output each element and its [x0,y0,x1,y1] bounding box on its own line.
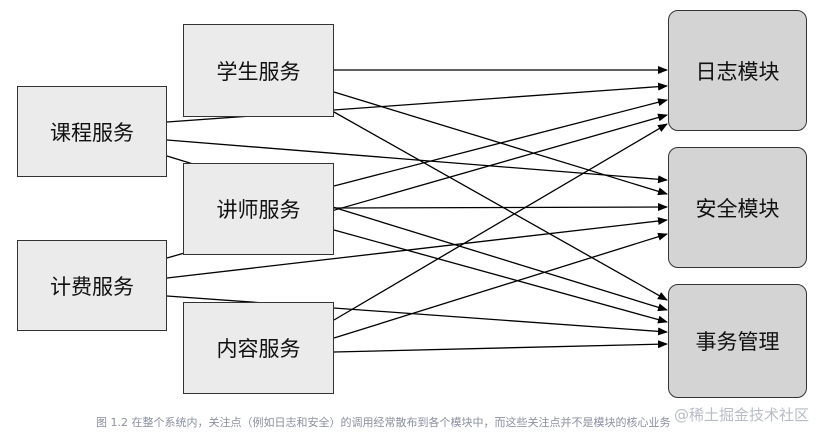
module-node-anquan: 安全模块 [668,147,807,268]
module-label: 事务管理 [695,330,780,354]
module-label: 日志模块 [695,59,780,84]
module-label: 安全模块 [695,196,780,221]
service-label: 计费服务 [50,274,134,299]
service-label: 内容服务 [216,337,301,361]
service-label: 学生服务 [216,59,301,84]
service-node-neirong: 内容服务 [183,302,334,394]
service-node-jiangshi: 讲师服务 [183,163,334,255]
service-label: 课程服务 [50,120,134,145]
arrow-neirong-to-shiwu [333,340,668,353]
arrow-neirong-to-rizhi [333,123,668,321]
watermark-text: @稀土掘金技术社区 [673,406,809,424]
arrow-jifei-to-anquan [166,217,668,279]
module-node-rizhi: 日志模块 [668,10,807,131]
arrow-jiangshi-to-shiwu [333,229,668,324]
arrow-neirong-to-anquan [333,232,668,339]
arrow-jiangshi-to-rizhi [333,98,668,187]
service-node-jifei: 计费服务 [17,240,167,331]
arrow-xuesheng-to-shiwu [333,111,668,301]
arrow-jiangshi-to-anquan [333,203,668,212]
figure-caption: 图 1.2 在整个系统内，关注点（例如日志和安全）的调用经常散布到各个模块中，而… [96,416,671,429]
service-label: 讲师服务 [216,198,301,222]
service-node-kecheng: 课程服务 [17,86,167,177]
module-node-shiwu: 事务管理 [668,284,807,398]
service-node-xuesheng: 学生服务 [183,24,334,117]
